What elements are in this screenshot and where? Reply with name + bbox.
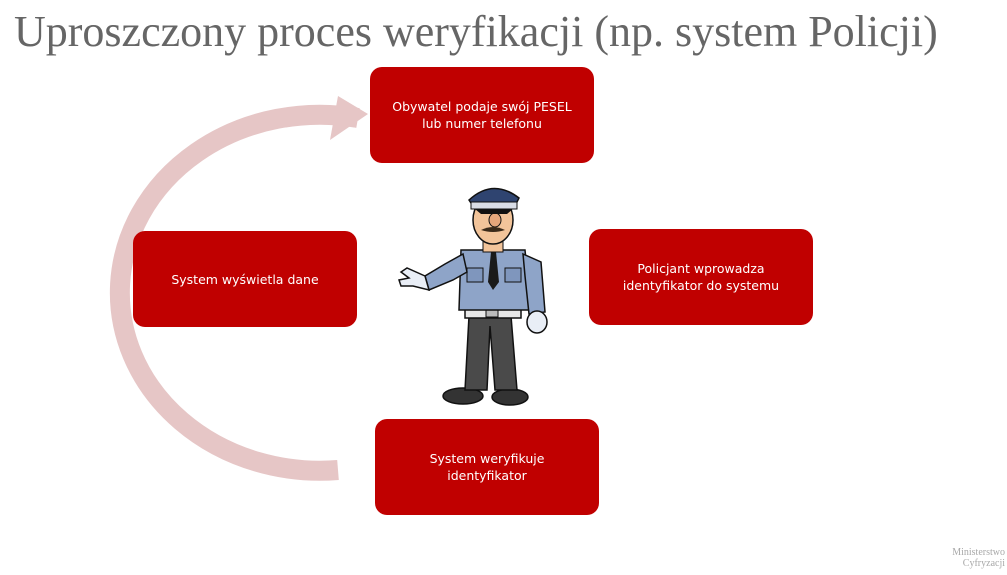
ministry-logo-line2: Cyfryzacji [962,558,1005,569]
step-officer-enters-id: Policjant wprowadza identyfikator do sys… [589,229,813,325]
step-citizen-provides-id: Obywatel podaje swój PESEL lub numer tel… [370,67,594,163]
step-text: Obywatel podaje swój PESEL lub numer tel… [392,99,572,131]
ministry-logo-line1: Ministerstwo [952,547,1005,558]
step-system-verifies-id: System weryfikuje identyfikator [375,419,599,515]
ministry-logo: Ministerstwo Cyfryzacji [925,547,1005,569]
step-text: System wyświetla dane [171,271,319,287]
slide-title: Uproszczony proces weryfikacji (np. syst… [14,7,938,56]
step-system-displays-data: System wyświetla dane [133,231,357,327]
cycle-arrowhead [330,96,368,140]
step-text: Policjant wprowadza identyfikator do sys… [622,261,780,293]
policeman-illustration [398,187,548,406]
step-text: System weryfikuje identyfikator [429,451,545,483]
